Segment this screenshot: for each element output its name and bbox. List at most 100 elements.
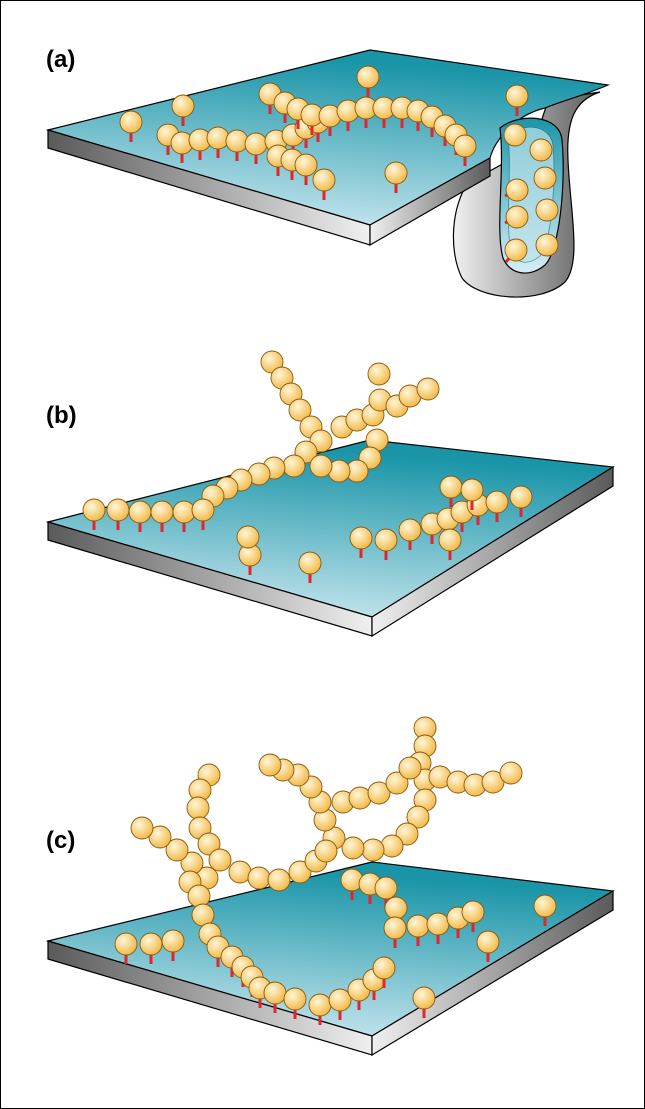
polymer-bead bbox=[161, 929, 185, 961]
polymer-bead bbox=[504, 178, 529, 202]
anchored-polymer-bead bbox=[372, 956, 396, 980]
free-polymer-bead bbox=[348, 786, 372, 810]
free-polymer-bead bbox=[186, 796, 210, 820]
polymer-bead bbox=[119, 110, 143, 142]
free-polymer-bead bbox=[282, 454, 306, 478]
free-polymer-bead bbox=[258, 753, 282, 777]
anchored-polymer-bead bbox=[328, 988, 352, 1012]
anchored-polymer-bead bbox=[244, 132, 268, 156]
free-polymer-bead bbox=[406, 805, 430, 829]
anchored-polymer-bead bbox=[412, 986, 436, 1010]
polymer-bead bbox=[461, 900, 485, 932]
anchored-polymer-bead bbox=[529, 138, 553, 162]
anchored-polymer-bead bbox=[505, 84, 529, 108]
polymer-bead bbox=[247, 866, 271, 890]
free-polymer-bead bbox=[267, 868, 291, 892]
polymer-bead bbox=[288, 860, 312, 884]
free-polymer-bead bbox=[236, 525, 260, 549]
polymer-bead bbox=[406, 805, 430, 829]
anchored-polymer-bead bbox=[171, 94, 195, 118]
polymer-beads-a bbox=[119, 65, 559, 263]
polymer-bead bbox=[106, 498, 130, 530]
polymer-bead bbox=[283, 987, 307, 1019]
panel-c: (c) bbox=[45, 716, 615, 1057]
anchored-polymer-bead bbox=[283, 987, 307, 1011]
polymer-bead bbox=[349, 526, 373, 558]
polymer-bead bbox=[383, 916, 407, 948]
polymer-bead bbox=[505, 84, 529, 116]
polymer-bead bbox=[361, 838, 385, 862]
anchored-polymer-bead bbox=[114, 932, 138, 956]
polymer-bead bbox=[453, 134, 477, 166]
anchored-polymer-bead bbox=[225, 129, 249, 153]
polymer-bead bbox=[114, 932, 138, 964]
membrane-top bbox=[45, 49, 611, 226]
anchored-polymer-bead bbox=[374, 876, 398, 900]
anchored-polymer-bead bbox=[298, 551, 322, 575]
anchored-polymer-bead bbox=[533, 166, 557, 190]
anchored-polymer-bead bbox=[206, 126, 230, 150]
polymer-bead bbox=[509, 485, 533, 517]
anchored-polymer-bead bbox=[384, 896, 408, 920]
anchored-polymer-bead bbox=[374, 528, 398, 552]
polymer-bead bbox=[426, 912, 450, 944]
membrane-side-right bbox=[371, 465, 614, 638]
polymer-bead bbox=[171, 94, 195, 126]
anchored-polymer-bead bbox=[106, 498, 130, 522]
free-polymer-bead bbox=[361, 838, 385, 862]
anchored-polymer-bead bbox=[406, 914, 430, 938]
anchored-polymer-bead bbox=[119, 110, 143, 134]
polymer-beads-b bbox=[82, 350, 533, 583]
polymer-bead bbox=[288, 398, 312, 422]
polymer-bead bbox=[298, 551, 322, 583]
polymer-bead bbox=[341, 836, 365, 860]
anchored-polymer-bead bbox=[161, 929, 185, 953]
polymer-bead bbox=[395, 822, 419, 846]
free-polymer-bead bbox=[130, 816, 154, 840]
anchored-polymer-bead bbox=[460, 478, 484, 502]
polymer-bead bbox=[191, 498, 215, 530]
free-polymer-bead bbox=[341, 836, 365, 860]
polymer-bead bbox=[165, 838, 189, 862]
panel-a: (a) bbox=[45, 46, 611, 298]
anchored-polymer-bead bbox=[535, 233, 559, 257]
polymer-bead bbox=[130, 816, 154, 840]
anchored-polymer-bead bbox=[139, 932, 163, 956]
free-polymer-bead bbox=[398, 756, 422, 780]
free-polymer-bead bbox=[187, 884, 211, 908]
polymer-bead bbox=[485, 490, 509, 522]
polymer-bead bbox=[328, 988, 352, 1020]
polymer-bead bbox=[380, 834, 404, 858]
anchored-polymer-bead bbox=[191, 498, 215, 522]
free-polymer-bead bbox=[367, 781, 391, 805]
polymer-bead bbox=[398, 756, 422, 780]
free-polymer-bead bbox=[309, 454, 333, 478]
anchored-polymer-bead bbox=[312, 168, 336, 192]
polymer-bead bbox=[372, 956, 396, 988]
polymer-bead bbox=[354, 96, 378, 128]
polymer-bead bbox=[367, 362, 391, 386]
polymer-bead bbox=[460, 478, 484, 510]
free-polymer-bead bbox=[380, 834, 404, 858]
anchored-polymer-bead bbox=[461, 900, 485, 924]
polymer-bead bbox=[503, 123, 527, 147]
free-polymer-bead bbox=[288, 860, 312, 884]
polymer-bead bbox=[438, 528, 462, 560]
panel-b: (b) bbox=[45, 350, 615, 638]
polymer-bead bbox=[412, 986, 436, 1018]
anchored-polymer-bead bbox=[383, 916, 407, 940]
polymer-bead bbox=[282, 454, 306, 478]
polymer-bead bbox=[82, 498, 106, 530]
polymer-bead bbox=[244, 132, 268, 164]
anchored-polymer-bead bbox=[82, 498, 106, 522]
free-polymer-bead bbox=[314, 839, 338, 863]
anchored-polymer-bead bbox=[356, 65, 380, 89]
free-polymer-bead bbox=[288, 398, 312, 422]
polymer-bead bbox=[206, 126, 230, 158]
polymer-bead bbox=[238, 543, 262, 575]
polymer-bead bbox=[384, 161, 408, 193]
free-polymer-bead bbox=[416, 377, 440, 401]
free-polymer-bead bbox=[165, 838, 189, 862]
polymer-bead bbox=[533, 166, 557, 190]
